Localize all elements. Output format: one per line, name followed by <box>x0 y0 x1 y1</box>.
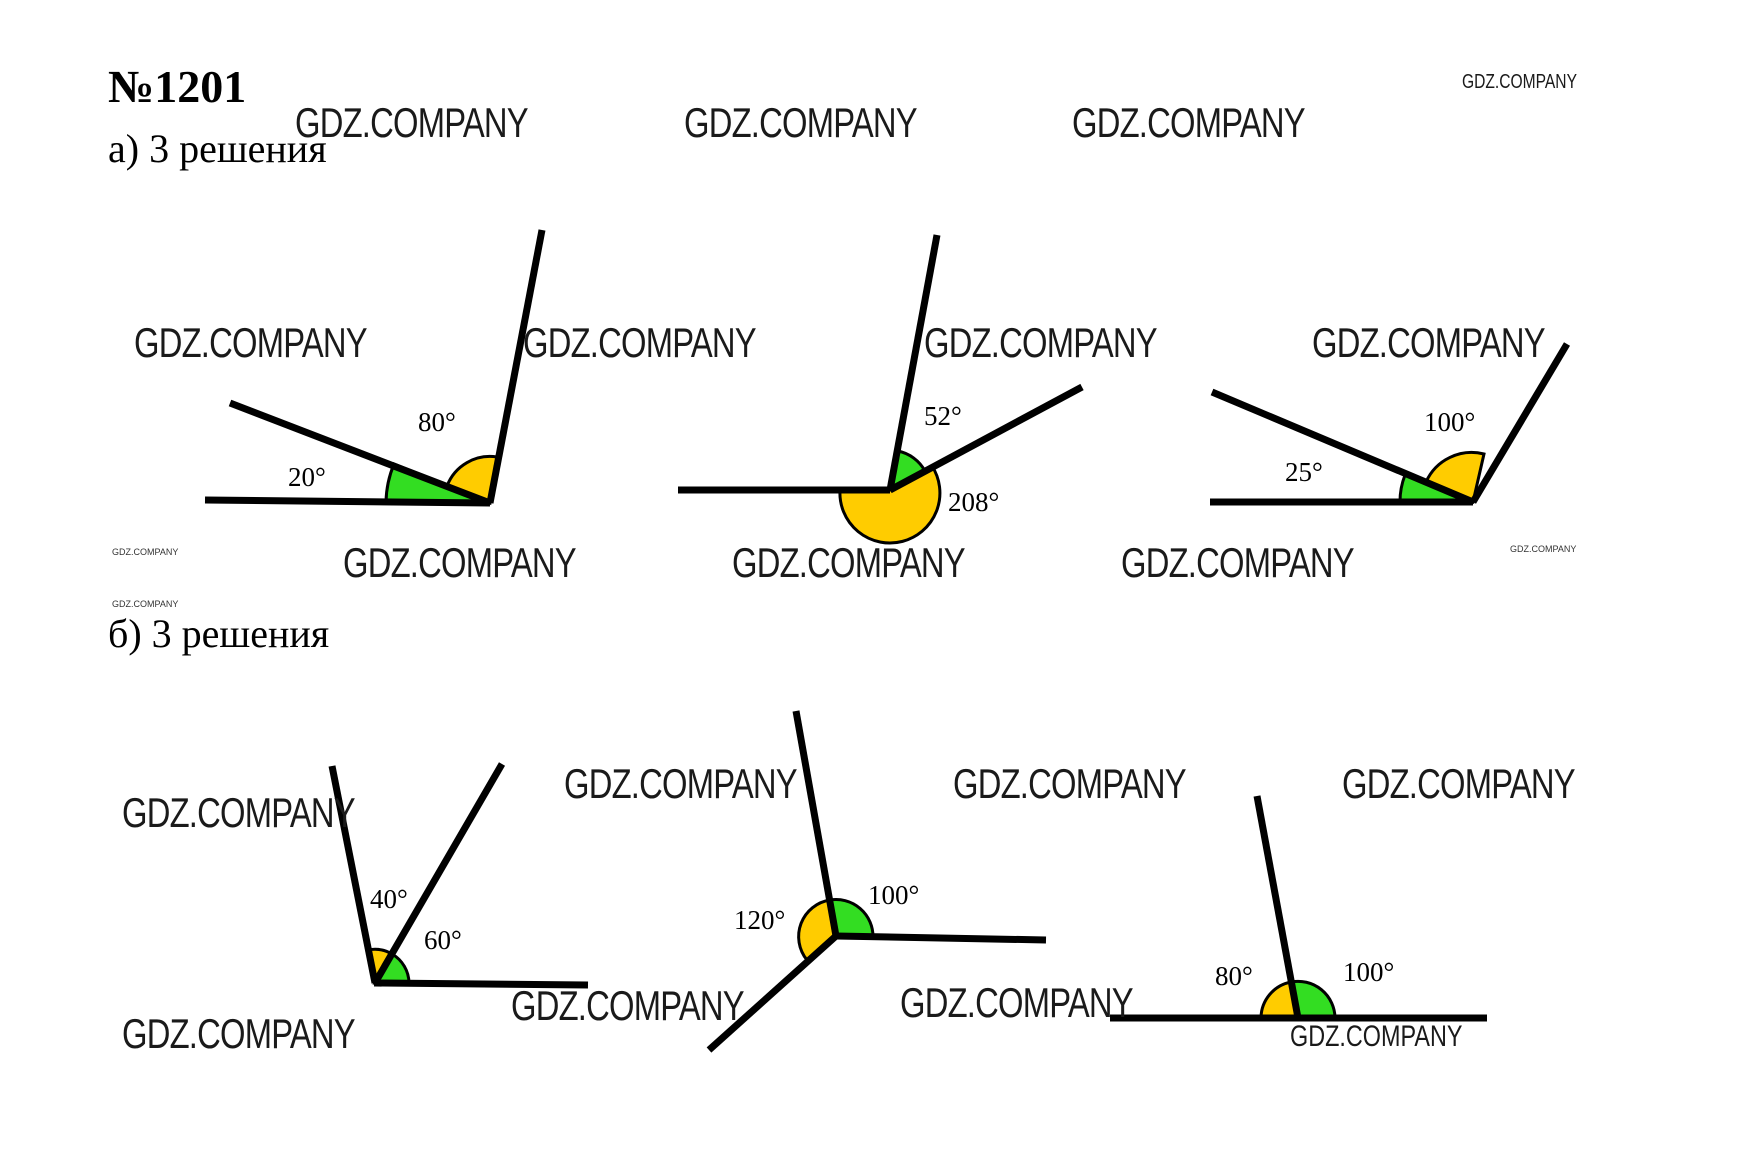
angle-label-b2-left: 120° <box>734 905 785 935</box>
watermark: GDZ.COMPANY <box>1121 539 1355 586</box>
angle-arc-b2-left <box>797 898 838 963</box>
watermark: GDZ.COMPANY <box>343 539 577 586</box>
angle-label-a2-top: 52° <box>924 401 962 431</box>
watermark: GDZ.COMPANY <box>1462 71 1577 93</box>
section-a-label: а) 3 решения <box>108 126 327 171</box>
diagram-b1: 40° 60° <box>328 762 589 989</box>
ray-b2-top <box>792 710 840 937</box>
diagram-b3: 80° 100° <box>1110 795 1487 1022</box>
ray-a1-base <box>204 496 491 507</box>
watermark: GDZ.COMPANY <box>953 760 1187 807</box>
ray-b3-top <box>1253 795 1302 1019</box>
diagram-a1: 80° 20° <box>204 229 546 507</box>
watermark: GDZ.COMPANY <box>924 319 1158 366</box>
angle-label-b3-right: 100° <box>1343 957 1394 987</box>
angle-arc-a3-outer <box>1424 450 1486 505</box>
angle-label-a3-outer: 100° <box>1424 407 1475 437</box>
angle-label-a1-inner: 20° <box>288 462 326 492</box>
diagram-b2: 120° 100° <box>706 710 1047 1053</box>
ray-b2-bottom <box>706 933 839 1053</box>
angle-label-b1-right: 60° <box>424 925 462 955</box>
watermark: GDZ.COMPANY <box>684 99 918 146</box>
watermark: GDZ.COMPANY <box>134 319 368 366</box>
angle-arc-a2-reflex <box>838 463 942 545</box>
ray-a1-middle <box>228 399 492 507</box>
watermark: GDZ.COMPANY <box>112 599 179 609</box>
watermark: GDZ.COMPANY <box>122 1010 356 1057</box>
watermark: GDZ.COMPANY <box>122 789 356 836</box>
ray-a3-top <box>1469 342 1571 504</box>
angle-label-a3-inner: 25° <box>1285 457 1323 487</box>
angle-label-a2-reflex: 208° <box>948 487 999 517</box>
watermark: GDZ.COMPANY <box>564 760 798 807</box>
ray-b1-right <box>374 979 589 989</box>
ray-a2-right <box>888 383 1084 494</box>
watermark: GDZ.COMPANY <box>1290 1020 1463 1053</box>
diagram-a3: 100° 25° <box>1210 342 1571 506</box>
watermark: GDZ.COMPANY <box>1510 544 1577 554</box>
watermark: GDZ.COMPANY <box>112 547 179 557</box>
angle-arc-b3-right <box>1289 979 1337 1020</box>
ray-a2-top <box>886 234 941 491</box>
ray-b2-right <box>835 932 1047 944</box>
watermark: GDZ.COMPANY <box>1072 99 1306 146</box>
angle-label-b2-right: 100° <box>868 880 919 910</box>
ray-b1-left <box>328 765 379 984</box>
watermark: GDZ.COMPANY <box>732 539 966 586</box>
problem-number: №1201 <box>108 61 247 112</box>
angle-label-b3-left: 80° <box>1215 961 1253 991</box>
angle-arc-b2-right <box>828 898 875 939</box>
angle-label-a1-outer: 80° <box>418 407 456 437</box>
watermark: GDZ.COMPANY <box>900 979 1134 1026</box>
watermark: GDZ.COMPANY <box>511 982 745 1029</box>
ray-b1-middle <box>371 762 506 985</box>
ray-a1-top <box>486 229 546 504</box>
watermark: GDZ.COMPANY <box>523 319 757 366</box>
section-b-label: б) 3 решения <box>108 611 330 656</box>
watermark: GDZ.COMPANY <box>1342 760 1576 807</box>
watermark: GDZ.COMPANY <box>295 99 529 146</box>
ray-a3-middle <box>1210 388 1475 506</box>
angle-arc-a1-outer <box>445 454 499 506</box>
angle-label-b1-left: 40° <box>370 884 408 914</box>
diagram-a2: 52° 208° <box>678 234 1084 545</box>
watermark: GDZ.COMPANY <box>1312 319 1546 366</box>
